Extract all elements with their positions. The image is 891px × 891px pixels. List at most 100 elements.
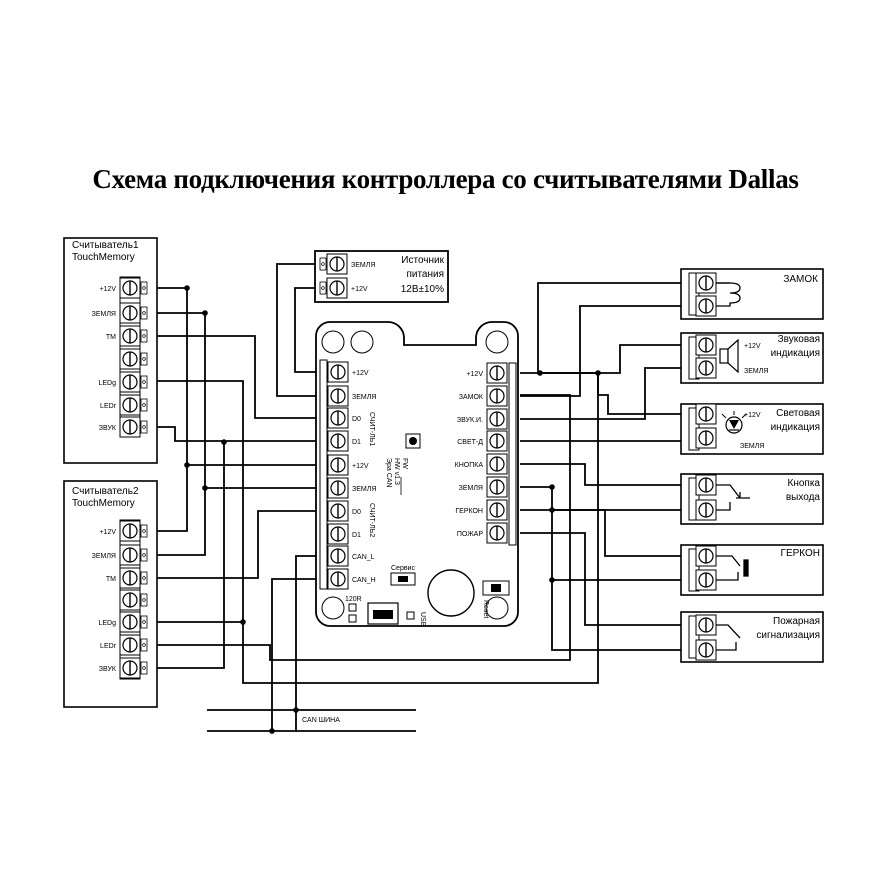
controller-right-pin: ЗЕМЛЯ: [459, 485, 483, 492]
power-label-line1: Источник: [401, 255, 444, 266]
wire-r1-gnd: [156, 312, 318, 489]
wire-reed-gnd: [551, 510, 684, 581]
reader2-name-line2: TouchMemory: [72, 498, 135, 509]
fire-label-line2: сигнализация: [756, 630, 820, 641]
service-jumper-label: Сервис: [391, 565, 415, 572]
wire-r2-tm: [156, 510, 318, 579]
fire-alarm-device: Пожарная сигнализация: [680, 611, 824, 663]
speaker-icon: [719, 338, 739, 374]
reset-label: Reset: [482, 600, 489, 618]
reed-switch-device: ГЕРКОН: [680, 544, 824, 596]
reader2-pin-label: TM: [106, 576, 116, 583]
led-lamp-icon: [721, 411, 747, 434]
controller-reader2-group-label: СЧИТ-ЛЬ2: [368, 503, 375, 537]
diagram-title: Схема подключения контроллера со считыва…: [92, 164, 799, 194]
wire-fire-gnd: [551, 580, 684, 651]
wire-r2-gnd: [156, 488, 206, 556]
controller-left-pin: D0: [352, 416, 361, 423]
wire-r2-12v: [156, 465, 188, 532]
wire-r1-buzzer: [156, 426, 318, 442]
reed-switch-icon: [716, 555, 749, 581]
led-label-line2: индикация: [771, 422, 820, 433]
reader2-pin-label: LEDr: [100, 643, 117, 650]
lock-coil-icon: [716, 282, 741, 307]
controller-left-pin: D1: [352, 532, 361, 539]
wire-button: [520, 463, 684, 486]
controller-right-pin: КНОПКА: [455, 462, 484, 469]
wire-fire: [520, 532, 684, 626]
reader1-pin-label: ЗЕМЛЯ: [92, 311, 116, 318]
wire-r2-buzzer: [156, 442, 225, 669]
reader1-pin-label: ЗВУК: [99, 425, 117, 432]
controller-right-pin: ПОЖАР: [457, 531, 483, 538]
reader1-pin-label: +12V: [99, 286, 116, 293]
exit-button-label-line1: Кнопка: [788, 478, 821, 489]
lock-device: ЗАМОК: [680, 268, 824, 320]
power-label-line3: 12В±10%: [401, 284, 444, 295]
wire-lock-12v: [520, 282, 684, 374]
wire-r1-12v: [156, 287, 318, 466]
reader1-pin-label: LEDr: [100, 403, 117, 410]
reader1-name-line2: TouchMemory: [72, 252, 135, 263]
controller-right-pin: ЗВУК.И.: [457, 417, 483, 424]
reader2-name-line1: Считыватель2: [72, 486, 139, 497]
buzzer-device: +12V ЗЕМЛЯ Звуковая индикация: [680, 332, 824, 384]
controller-left-pin: +12V: [352, 463, 369, 470]
power-supply-block: ЗЕМЛЯ +12V Источник питания 12В±10%: [314, 250, 449, 303]
lock-label: ЗАМОК: [783, 274, 818, 285]
wire-r2-ledr: [156, 394, 571, 661]
exit-button-device: Кнопка выхода: [680, 473, 824, 525]
usb-label: USB: [419, 612, 426, 627]
controller-left-pin: D1: [352, 439, 361, 446]
controller-board: +12V ЗЕМЛЯ D0 D1 +12V ЗЕМЛЯ D0 D1 CAN_L …: [315, 321, 519, 627]
fire-contact-icon: [716, 624, 741, 651]
status-led-icon: [409, 437, 417, 445]
reader1-block: Считыватель1 TouchMemory +12V ЗЕМЛЯ TM L…: [63, 237, 158, 464]
controller-right-pin: ГЕРКОН: [455, 508, 483, 515]
controller-left-pin: D0: [352, 509, 361, 516]
reed-label: ГЕРКОН: [781, 548, 820, 559]
controller-left-pin: +12V: [352, 370, 369, 377]
wire-lock: [520, 305, 684, 397]
buzzer-pin-12v: +12V: [744, 343, 761, 350]
controller-left-pin: CAN_L: [352, 554, 375, 561]
buzzer-label-line2: индикация: [771, 348, 820, 359]
board-fw: FW: [401, 458, 408, 469]
reader1-name-line1: Считыватель1: [72, 240, 139, 251]
power-label-line2: питания: [406, 269, 444, 280]
can-bus-label: CAN ШИНА: [302, 717, 340, 724]
reader2-block: Считыватель2 TouchMemory +12V ЗЕМЛЯ TM L…: [63, 480, 158, 708]
reader1-pin-label: LEDg: [98, 380, 116, 387]
wire-power-gnd: [276, 263, 318, 397]
controller-right-pin: ЗАМОК: [459, 394, 484, 401]
board-name: Эра CAN: [385, 458, 392, 488]
power-pin-12v: +12V: [351, 286, 368, 293]
board-hw: HW v1.3: [393, 458, 400, 485]
buzzer-label-line1: Звуковая: [778, 334, 820, 345]
fire-label-line1: Пожарная: [773, 616, 820, 627]
wire-gnd-bus: [520, 486, 684, 511]
led-device: +12V ЗЕМЛЯ Световая индикация: [680, 403, 824, 455]
controller-reader1-group-label: СЧИТ-ЛЬ1: [368, 412, 375, 446]
buzzer-pin-gnd: ЗЕМЛЯ: [744, 368, 768, 375]
power-pin-gnd: ЗЕМЛЯ: [351, 262, 375, 269]
led-label-line1: Световая: [776, 408, 820, 419]
buzzer-disc-icon: [427, 569, 475, 617]
wire-can-l: [295, 555, 318, 732]
controller-left-pin: ЗЕМЛЯ: [352, 486, 376, 493]
wire-can-h: [271, 578, 318, 732]
reader1-pin-label: TM: [106, 334, 116, 341]
wire-buzzer: [520, 367, 684, 420]
reader2-pin-label: ЗЕМЛЯ: [92, 553, 116, 560]
reader2-pin-label: LEDg: [98, 620, 116, 627]
reader2-pin-label: ЗВУК: [99, 666, 117, 673]
wire-reed: [520, 509, 684, 557]
wire-power-12v: [294, 287, 318, 373]
exit-button-label-line2: выхода: [786, 492, 821, 503]
push-button-icon: [716, 484, 750, 511]
controller-left-pin: ЗЕМЛЯ: [352, 394, 376, 401]
wire-buzzer-12v: [540, 344, 684, 374]
junction-dots: [184, 285, 601, 734]
controller-right-pin: СВЕТ-Д: [457, 439, 483, 446]
